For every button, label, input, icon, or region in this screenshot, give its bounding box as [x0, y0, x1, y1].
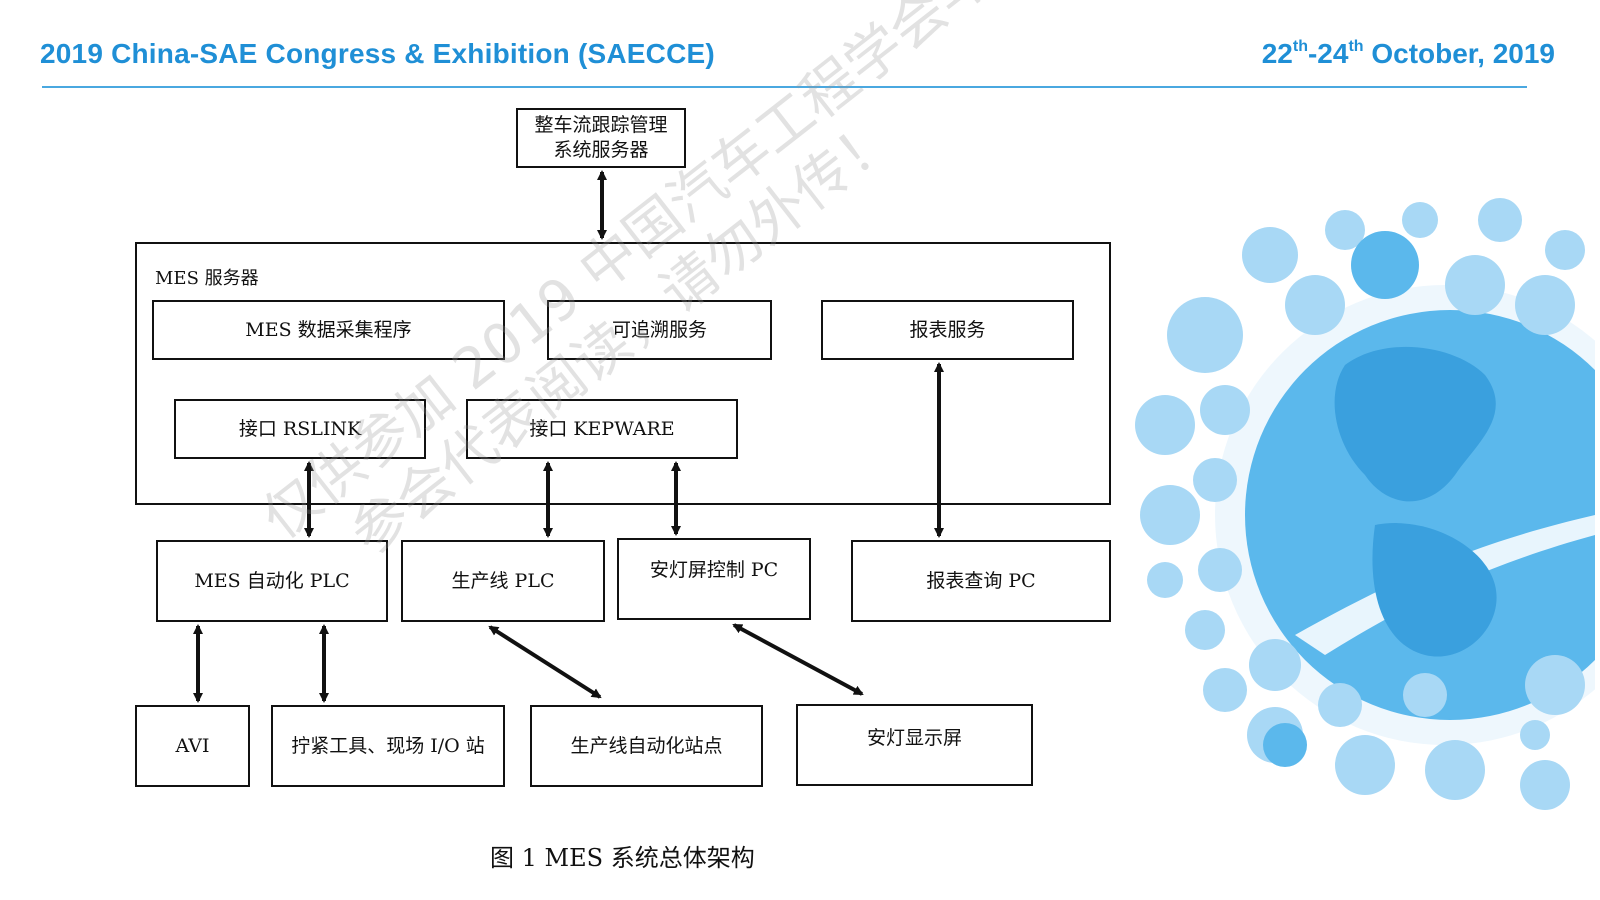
globe-decoration [1135, 198, 1595, 810]
gauge-icon [1285, 275, 1345, 335]
arrow-line-plc-station [488, 625, 602, 699]
recycle-icon [1545, 230, 1585, 270]
car-icon [1515, 275, 1575, 335]
date-day-start: 22 [1261, 38, 1293, 69]
header-rule [42, 86, 1527, 88]
andon-pc-box: 安灯屏控制 PC [617, 538, 811, 620]
cloud-icon [1167, 297, 1243, 373]
cog-icon [1402, 202, 1438, 238]
report-pc-box: 报表查询 PC [851, 540, 1111, 622]
mes-auto-plc-box: MES 自动化 PLC [156, 540, 388, 622]
line-plc-box: 生产线 PLC [401, 540, 605, 622]
plug-icon [1325, 210, 1365, 250]
line-station-box: 生产线自动化站点 [530, 705, 763, 787]
mes-server-label: MES 服务器 [155, 268, 259, 289]
avi-box: AVI [135, 705, 250, 787]
monitor-icon [1335, 735, 1395, 795]
laptop-icon [1198, 548, 1242, 592]
report-service-box: 报表服务 [821, 300, 1074, 360]
date-superscript-1: th [1292, 38, 1308, 55]
trace-service-box: 可追溯服务 [547, 300, 772, 360]
conference-title: 2019 China-SAE Congress & Exhibition (SA… [40, 38, 715, 69]
gear-icon [1185, 610, 1225, 650]
lightbulb-car-icon [1425, 740, 1485, 800]
headset-icon [1318, 683, 1362, 727]
tightening-tools-box: 拧紧工具、现场 I/O 站 [271, 705, 505, 787]
arrow-andon-pc-display [732, 623, 864, 696]
atom-icon-2 [1478, 198, 1522, 242]
refresh-cloud-icon [1140, 485, 1200, 545]
top-server-box: 整车流跟踪管理 系统服务器 [516, 108, 686, 168]
home-icon [1203, 668, 1247, 712]
wheel-icon [1445, 255, 1505, 315]
satellite-dish-icon [1135, 395, 1195, 455]
interface-kepware-box: 接口 KEPWARE [466, 399, 738, 459]
key-icon [1520, 720, 1550, 750]
date-rest: October, 2019 [1363, 38, 1555, 69]
continent-shape [1334, 346, 1496, 502]
eco-truck-icon [1403, 673, 1447, 717]
interface-rslink-box: 接口 RSLINK [174, 399, 426, 459]
cog-icon-3 [1520, 760, 1570, 810]
continent-shape-2 [1372, 523, 1497, 657]
date-separator: -24 [1307, 38, 1349, 69]
atom-icon [1147, 562, 1183, 598]
lightbulb-icon [1193, 458, 1237, 502]
andon-display-box: 安灯显示屏 [796, 704, 1033, 786]
date-superscript-2: th [1348, 38, 1364, 55]
cog-icon-2 [1525, 655, 1585, 715]
conference-date: 22th-24th October, 2019 [1262, 38, 1555, 70]
large-gear-icon [1351, 231, 1419, 299]
data-collection-box: MES 数据采集程序 [152, 300, 505, 360]
bus-icon [1242, 227, 1298, 283]
tablet-icon [1249, 639, 1301, 691]
figure-caption: 图 1 MES 系统总体架构 [490, 844, 755, 872]
steering-wheel-icon [1200, 385, 1250, 435]
globe-corner-icon [1263, 723, 1307, 767]
mes-server-container [135, 242, 1111, 505]
